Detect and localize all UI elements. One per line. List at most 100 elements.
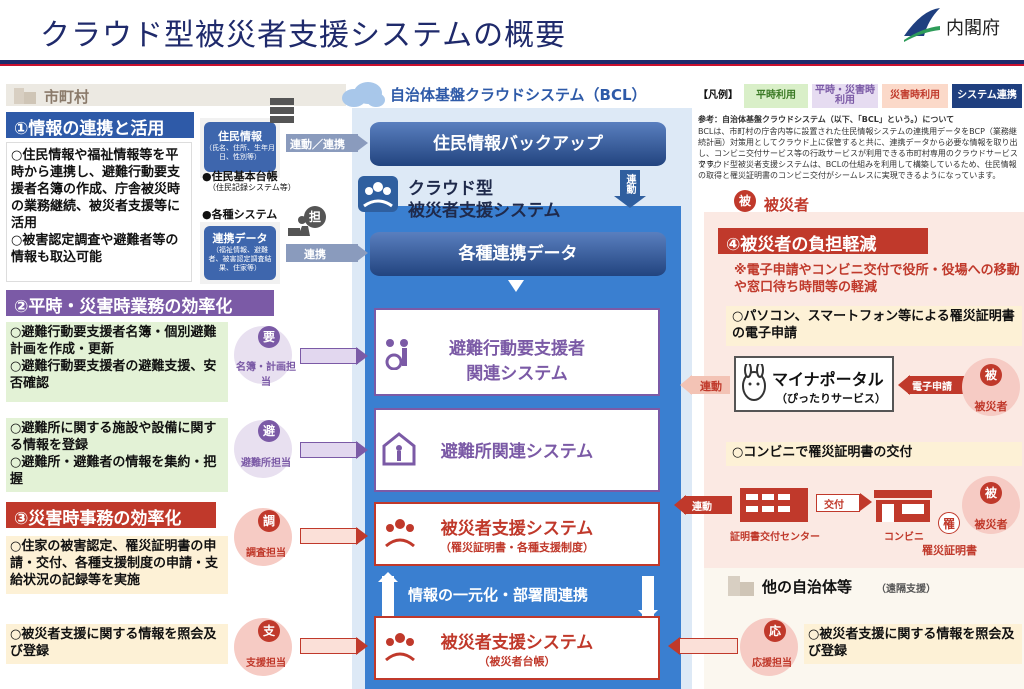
arrow-sys1-head	[356, 347, 368, 365]
section3-box-1: ○住家の被害認定、罹災証明書の申請・交付、各種支援制度の申請・支給状況の記録等を…	[6, 536, 228, 594]
link-arrow-1-label: 連動／連携	[290, 138, 345, 151]
victim-badge: 被	[734, 190, 756, 212]
building-icon	[14, 88, 36, 104]
victim-label: 被災者	[764, 196, 810, 214]
role-survey-label: 調査担当	[246, 548, 286, 559]
cert-badge: 罹	[938, 512, 960, 534]
sys3-title: 被災者支援システム	[440, 519, 594, 539]
unify-label: 情報の一元化・部署間連携	[408, 586, 589, 604]
systems-label: ●各種システム	[202, 208, 278, 221]
convenience-label: コンビニ	[884, 532, 924, 543]
section4-heading: ④被災者の負担軽減	[718, 228, 928, 255]
section2-text2: ○避難行動要支援者の避難支援、安否確認	[10, 359, 217, 391]
section2-heading: ②平時・災害時業務の効率化	[6, 290, 274, 317]
link-arrow-2-head	[356, 244, 368, 262]
other-label: 他の自治体等	[762, 578, 853, 596]
victim-person-2-label: 被災者	[974, 518, 1008, 531]
shelter-icon	[382, 432, 416, 466]
link-arrow-2-label: 連携	[304, 248, 326, 261]
remote-arrow	[678, 638, 738, 654]
certificate-center-label: 証明書交付センター	[730, 532, 820, 543]
section3-heading: ③災害時事務の効率化	[6, 502, 216, 529]
logo-text: 内閣府	[946, 18, 1000, 39]
mynaportal-mascot-icon	[742, 364, 766, 401]
logo: 内閣府	[902, 6, 1012, 46]
link-data-sub: （福祉情報、避難者、被害認定調査結果、住家等）	[208, 246, 272, 272]
victim-ledger-system-box: 被災者支援システム （被災者台帳）	[374, 616, 660, 680]
resident-db-title: 住民情報	[218, 130, 262, 143]
victim-text1: ○パソコン、スマートフォン等による罹災証明書の電子申請	[726, 306, 1022, 346]
cloud-system-title-1: クラウド型	[408, 179, 493, 199]
unify-arrow-left	[382, 576, 394, 616]
down-arrow	[508, 280, 524, 292]
legend-disaster: 災害時利用	[882, 84, 948, 108]
section1-heading: ①情報の連携と活用	[6, 112, 194, 139]
support-group-icon-2	[385, 633, 415, 662]
evacuation-center-system-box: 避難所関連システム	[374, 408, 660, 492]
other-building-icon	[728, 576, 754, 596]
support-people-icon	[358, 176, 398, 212]
support-group-icon	[385, 519, 415, 548]
role-remote-label: 応援担当	[752, 658, 792, 669]
resident-info-box: 住民情報 （氏名、住所、生年月日、性別等）	[200, 118, 280, 178]
link-arrow-1	[286, 134, 358, 152]
sys1-line2: 関連システム	[466, 364, 568, 384]
link-data-box: 連携データ （福祉情報、避難者、被害認定調査結果、住家等）	[200, 222, 280, 284]
victim-support-system-box: 被災者支援システム （罹災証明書・各種支援制度）	[374, 502, 660, 566]
arrow-sys2-head	[356, 441, 368, 459]
role-list-plan-label: 名簿・計画担当	[236, 362, 296, 388]
renkei-arrow-head	[614, 196, 646, 208]
e-apply-label: 電子申請	[912, 382, 952, 393]
arrow-sys2	[300, 442, 358, 458]
link-data-cylinder: 各種連携データ	[370, 232, 666, 276]
unify-arrow-right	[642, 576, 654, 616]
bcl-label: 自治体基盤クラウドシステム（BCL）	[390, 86, 647, 104]
e-apply-arrow	[908, 376, 966, 394]
victim-note: ※電子申請やコンビニ交付で役所・役場への移動や窓口待ち時間等の軽減	[734, 263, 1020, 295]
convenience-renkei-arrow	[684, 496, 732, 514]
basic-register-sub: （住民記録システム等）	[208, 183, 296, 192]
sys1-line1: 避難行動要支援者	[449, 339, 585, 359]
portal-to-system-arrow	[690, 376, 730, 394]
legend-title: 【凡例】	[698, 90, 738, 101]
legend-note-2: クラウド型被災者支援システムは、BCLの仕組みを利用して構築しているため、住民情…	[698, 160, 1017, 180]
victim-text2: ○コンビニで罹災証明書の交付	[726, 442, 1022, 466]
role-survey-badge: 調	[258, 510, 280, 532]
victim-person-1-label: 被災者	[974, 400, 1008, 413]
municipality-label: 市町村	[44, 88, 90, 106]
tanto-badge: 担	[304, 206, 326, 228]
convenience-store-icon	[874, 490, 932, 522]
arrow-sys3-head	[356, 527, 368, 545]
role-support-badge: 支	[258, 620, 280, 642]
section2-text3: ○避難所に関する施設や設備に関する情報を登録	[10, 421, 217, 453]
role-remote-badge: 応	[764, 620, 786, 642]
resident-backup-cylinder: 住民情報バックアップ	[370, 122, 666, 166]
renkei-label: 連動	[624, 174, 635, 194]
role-shelter-badge: 避	[258, 420, 280, 442]
sys4-title: 被災者支援システム	[440, 633, 594, 653]
server-icon	[270, 98, 294, 123]
cloud-icon	[342, 82, 385, 107]
portal-renkei-label: 連動	[700, 380, 722, 393]
portal-sub: （ぴったりサービス）	[776, 392, 886, 405]
link-arrow-1-head	[356, 134, 368, 152]
victim-person-1-badge: 被	[980, 364, 1002, 386]
section2-box-1: ○避難行動要支援者名簿・個別避難計画を作成・更新 ○避難行動要支援者の避難支援、…	[6, 322, 228, 402]
resident-db-sub: （氏名、住所、生年月日、性別等）	[205, 144, 275, 161]
certificate-center-icon	[740, 488, 808, 522]
municipality-header	[6, 84, 346, 106]
sys3-sub: （罹災証明書・各種支援制度）	[440, 541, 594, 554]
role-support-label: 支援担当	[246, 658, 286, 669]
arrow-sys3	[300, 528, 358, 544]
section1-text1: ○住民情報や福祉情報等を平時から連携し、避難行動要支援者名簿の作成、庁舎被災時の…	[11, 148, 181, 231]
page-title: クラウド型被災者支援システムの概要	[40, 18, 567, 53]
issue-label: 交付	[824, 500, 844, 511]
issue-arrow-head	[860, 493, 872, 511]
remote-arrow-head	[668, 637, 680, 655]
e-apply-arrow-head	[898, 375, 910, 395]
cert-label: 罹災証明書	[922, 544, 977, 557]
header-rule-accent	[0, 64, 1024, 66]
section3-box-2: ○被災者支援に関する情報を照会及び登録	[6, 624, 228, 664]
portal-title: マイナポータル	[772, 370, 884, 389]
renkei-arrow	[620, 170, 640, 200]
